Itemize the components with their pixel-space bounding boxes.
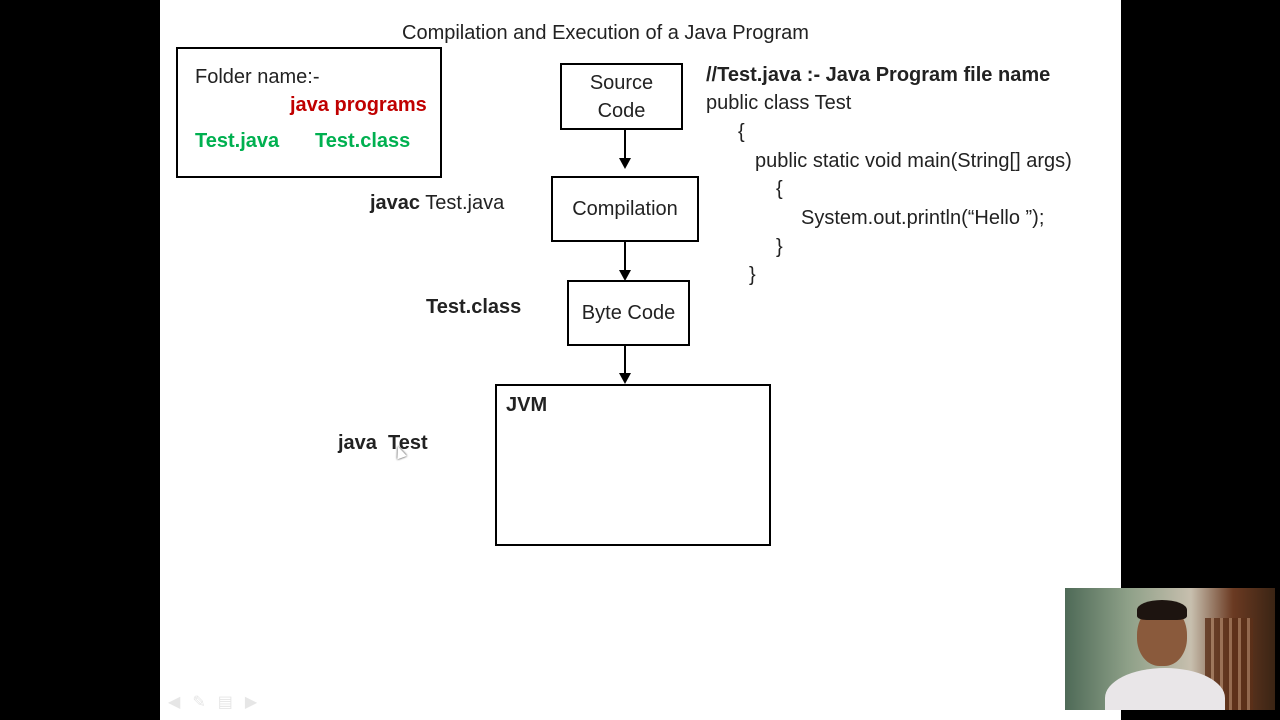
javac-keyword: javac: [370, 192, 421, 214]
file-test-class: Test.class: [315, 130, 411, 152]
java-run-command: java Test: [338, 432, 428, 454]
byte-code-label: Byte Code: [581, 302, 676, 324]
arrow-head-icon: [619, 373, 631, 384]
compilation-label: Compilation: [572, 198, 678, 220]
arrow-head-icon: [619, 270, 631, 281]
webcam-overlay: [1065, 588, 1275, 710]
slide-title: Compilation and Execution of a Java Prog…: [402, 22, 809, 44]
code-line-7: }: [749, 264, 756, 286]
byte-code-box: Byte Code: [567, 280, 690, 346]
compilation-box: Compilation: [551, 176, 699, 242]
code-line-6: }: [776, 236, 783, 258]
code-comment: //Test.java :- Java Program file name: [706, 64, 1051, 86]
pen-icon[interactable]: ✎: [192, 694, 206, 711]
presenter-hair: [1137, 600, 1187, 620]
code-line-3: public static void main(String[] args): [755, 150, 1072, 172]
presenter-shoulders: [1105, 668, 1225, 710]
code-line-5: System.out.println(“Hello ”);: [801, 207, 1045, 229]
source-code-line2: Code: [597, 99, 646, 122]
code-line-4: {: [776, 178, 783, 200]
slideshow-controls: ◀ ✎ ▤ ▶: [168, 692, 257, 712]
previous-slide-icon[interactable]: ◀: [168, 694, 181, 711]
javac-command: javac Test.java: [370, 192, 504, 215]
arrow-source-to-compilation: [624, 130, 626, 160]
source-code-line1: Source: [589, 71, 654, 94]
source-code-box: Source Code: [560, 63, 683, 130]
code-line-2: {: [738, 121, 745, 143]
javac-file: Test.java: [425, 192, 505, 214]
slide: Compilation and Execution of a Java Prog…: [160, 0, 1121, 720]
menu-icon[interactable]: ▤: [217, 694, 233, 711]
jvm-box: JVM: [495, 384, 771, 546]
folder-name-value: java programs: [290, 94, 427, 116]
arrow-bytecode-to-jvm: [624, 346, 626, 375]
class-file-label: Test.class: [426, 296, 522, 318]
folder-box: Folder name:- java programs Test.java Te…: [176, 47, 442, 178]
arrow-head-icon: [619, 158, 631, 169]
jvm-label: JVM: [506, 394, 548, 416]
next-slide-icon[interactable]: ▶: [244, 694, 258, 711]
file-test-java: Test.java: [195, 130, 280, 152]
arrow-compilation-to-bytecode: [624, 242, 626, 272]
code-line-1: public class Test: [706, 92, 852, 114]
folder-name-label: Folder name:-: [195, 66, 320, 88]
